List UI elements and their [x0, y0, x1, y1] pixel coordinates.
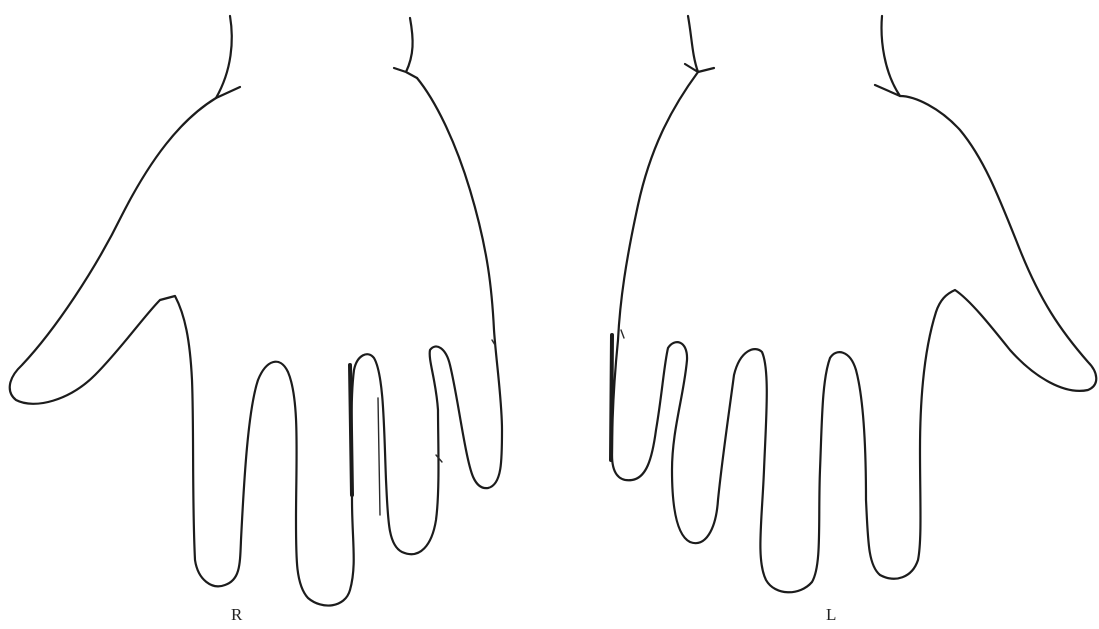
left-hand-outline: [612, 72, 1096, 592]
left-hand: L: [611, 16, 1096, 624]
right-hand-label: R: [231, 605, 243, 624]
right-wrist-left-line: [216, 16, 240, 98]
right-ring-detail: [378, 398, 380, 515]
left-hand-label: L: [826, 605, 836, 624]
right-mark-middle: [350, 365, 352, 495]
left-mark-little: [611, 335, 612, 460]
left-wrist-right-line: [875, 16, 900, 96]
left-edge-tick: [621, 330, 624, 338]
right-wrist-right-line: [394, 18, 417, 78]
left-wrist-left-line: [685, 16, 714, 72]
right-hand: R: [10, 16, 502, 624]
right-hand-outline: [10, 78, 502, 606]
